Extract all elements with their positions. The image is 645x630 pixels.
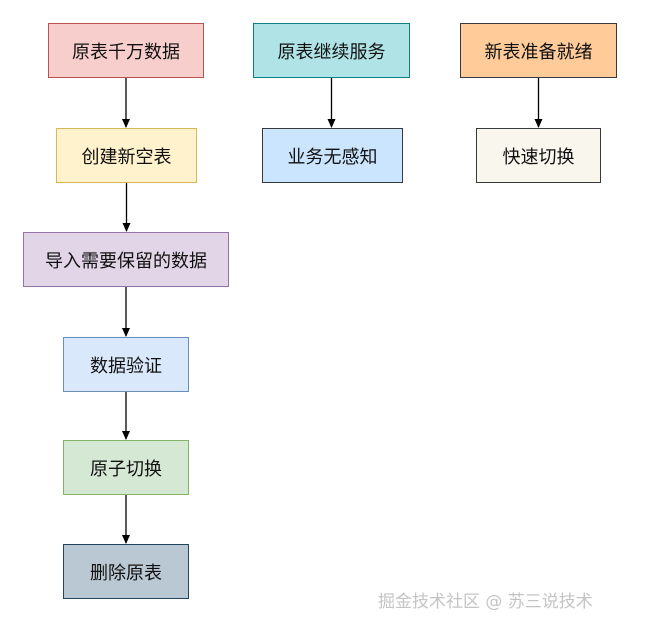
node-atomic-switch: 原子切换 xyxy=(63,440,189,495)
node-label: 原表千万数据 xyxy=(72,41,180,63)
node-delete-old-table: 删除原表 xyxy=(63,544,189,599)
node-import-retained-data: 导入需要保留的数据 xyxy=(23,232,229,287)
node-business-unaware: 业务无感知 xyxy=(262,128,403,183)
watermark-text: 掘金技术社区 @ 苏三说技术 xyxy=(378,592,593,612)
node-label: 新表准备就绪 xyxy=(484,41,593,63)
node-label: 数据验证 xyxy=(90,355,162,377)
node-label: 导入需要保留的数据 xyxy=(45,250,207,272)
node-new-table-ready: 新表准备就绪 xyxy=(460,23,617,78)
node-raw-table-data: 原表千万数据 xyxy=(48,23,204,78)
node-fast-switch: 快速切换 xyxy=(476,128,601,183)
node-old-table-keeps-serving: 原表继续服务 xyxy=(253,23,410,78)
node-create-empty-table: 创建新空表 xyxy=(56,128,197,183)
node-data-verification: 数据验证 xyxy=(63,337,189,392)
node-label: 快速切换 xyxy=(502,146,575,168)
node-label: 业务无感知 xyxy=(287,146,378,168)
node-label: 原表继续服务 xyxy=(277,41,386,63)
node-label: 创建新空表 xyxy=(81,146,172,168)
node-label: 删除原表 xyxy=(90,562,162,584)
node-label: 原子切换 xyxy=(90,458,162,480)
